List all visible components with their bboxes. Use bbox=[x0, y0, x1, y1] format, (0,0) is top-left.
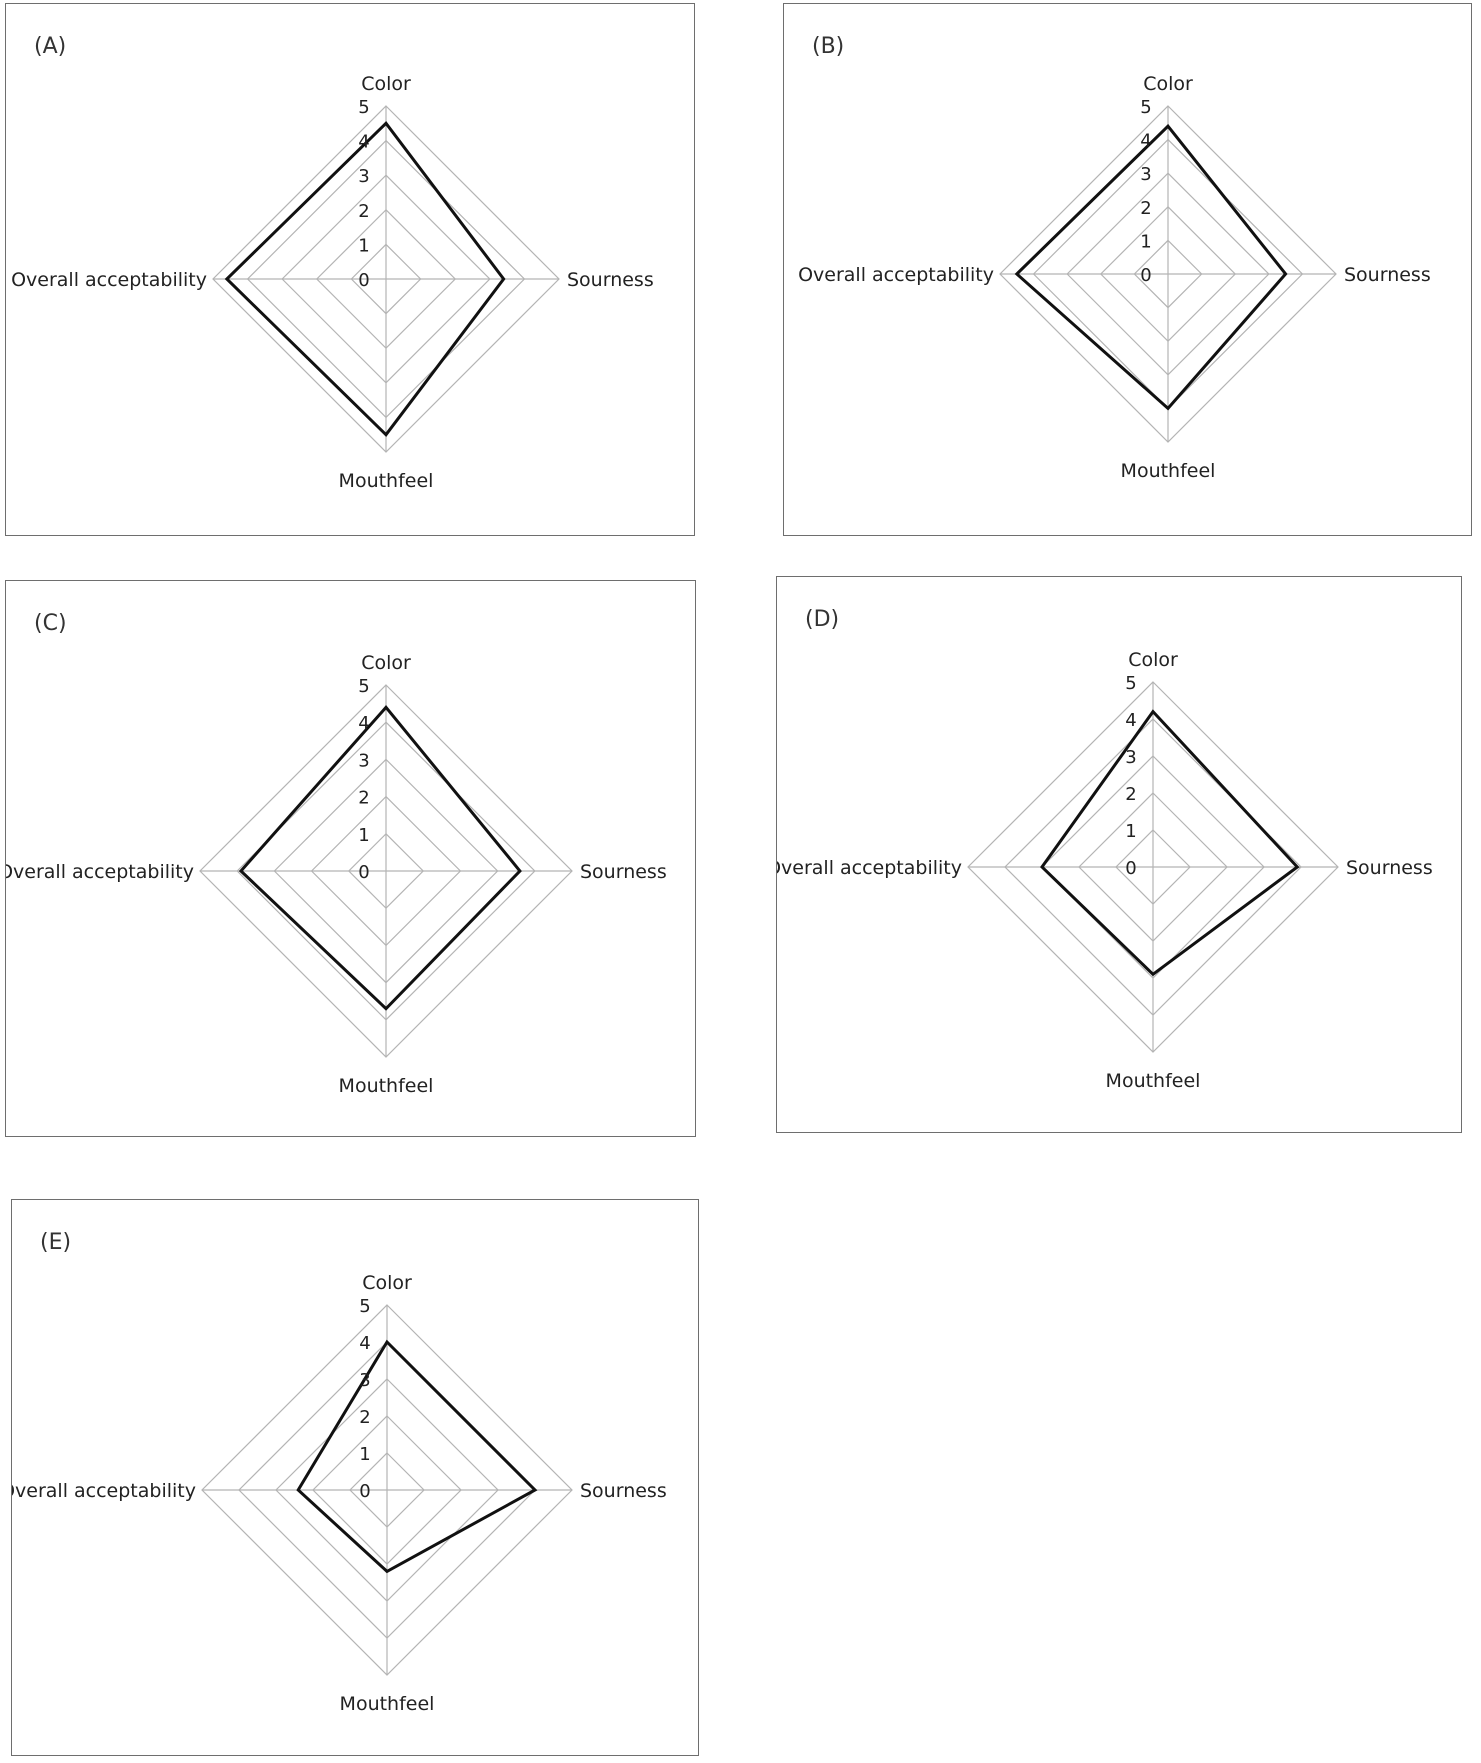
tick-label: 1 bbox=[1140, 231, 1151, 252]
axis-label-sourness: Sourness bbox=[567, 269, 654, 291]
axis-label-mouthfeel: Mouthfeel bbox=[1106, 1070, 1201, 1092]
tick-label: 4 bbox=[1140, 131, 1151, 152]
tick-label: 2 bbox=[359, 1407, 370, 1428]
axis-label-sourness: Sourness bbox=[580, 861, 667, 883]
axis-label-overall-acceptability: Overall acceptability bbox=[777, 857, 962, 879]
axis-label-mouthfeel: Mouthfeel bbox=[340, 1693, 435, 1715]
axis-label-color: Color bbox=[1128, 649, 1178, 671]
tick-label: 5 bbox=[1125, 673, 1136, 694]
tick-label: 1 bbox=[358, 235, 369, 256]
tick-label: 5 bbox=[358, 97, 369, 118]
axis-label-color: Color bbox=[361, 73, 411, 95]
panel-label: (A) bbox=[34, 34, 67, 59]
tick-label: 2 bbox=[358, 788, 369, 809]
series-polygon bbox=[238, 705, 522, 1011]
axis-label-overall-acceptability: Overall acceptability bbox=[11, 269, 207, 291]
tick-label: 4 bbox=[358, 132, 369, 153]
tick-label: 1 bbox=[358, 825, 369, 846]
tick-label: 3 bbox=[1140, 164, 1151, 185]
axis-label-overall-acceptability: Overall acceptability bbox=[798, 264, 994, 286]
tick-label: 0 bbox=[358, 862, 369, 883]
tick-label: 3 bbox=[359, 1370, 370, 1391]
tick-label: 1 bbox=[359, 1444, 370, 1465]
axis-label-overall-acceptability: Overall acceptability bbox=[6, 861, 194, 883]
axis-label-sourness: Sourness bbox=[580, 1480, 667, 1502]
tick-label: 4 bbox=[1125, 710, 1136, 731]
axis-label-color: Color bbox=[1143, 73, 1193, 95]
tick-label: 3 bbox=[358, 750, 369, 771]
panel-label: (C) bbox=[34, 611, 67, 636]
tick-label: 2 bbox=[1125, 784, 1136, 805]
panel-label: (D) bbox=[805, 607, 840, 632]
tick-label: 0 bbox=[359, 1481, 370, 1502]
tick-label: 1 bbox=[1125, 821, 1136, 842]
tick-label: 0 bbox=[358, 270, 369, 291]
series-polygon bbox=[1040, 709, 1300, 977]
axis-label-overall-acceptability: Overall acceptability bbox=[12, 1480, 196, 1502]
tick-label: 2 bbox=[1140, 198, 1151, 219]
axis-label-mouthfeel: Mouthfeel bbox=[339, 470, 434, 492]
tick-label: 5 bbox=[358, 676, 369, 697]
axis-label-mouthfeel: Mouthfeel bbox=[339, 1075, 434, 1097]
tick-label: 0 bbox=[1125, 858, 1136, 879]
axis-label-color: Color bbox=[362, 1272, 412, 1294]
tick-label: 5 bbox=[1140, 97, 1151, 118]
axis-label-mouthfeel: Mouthfeel bbox=[1121, 460, 1216, 482]
axis-label-sourness: Sourness bbox=[1344, 264, 1431, 286]
panel-label: (B) bbox=[812, 34, 845, 59]
tick-label: 5 bbox=[359, 1296, 370, 1317]
tick-label: 3 bbox=[358, 166, 369, 187]
axis-label-sourness: Sourness bbox=[1346, 857, 1433, 879]
panel-label: (E) bbox=[40, 1230, 72, 1255]
tick-label: 4 bbox=[358, 713, 369, 734]
tick-label: 4 bbox=[359, 1333, 370, 1354]
tick-label: 2 bbox=[358, 201, 369, 222]
series-polygon bbox=[296, 1339, 538, 1574]
tick-label: 3 bbox=[1125, 747, 1136, 768]
tick-label: 0 bbox=[1140, 265, 1151, 286]
axis-label-color: Color bbox=[361, 652, 411, 674]
